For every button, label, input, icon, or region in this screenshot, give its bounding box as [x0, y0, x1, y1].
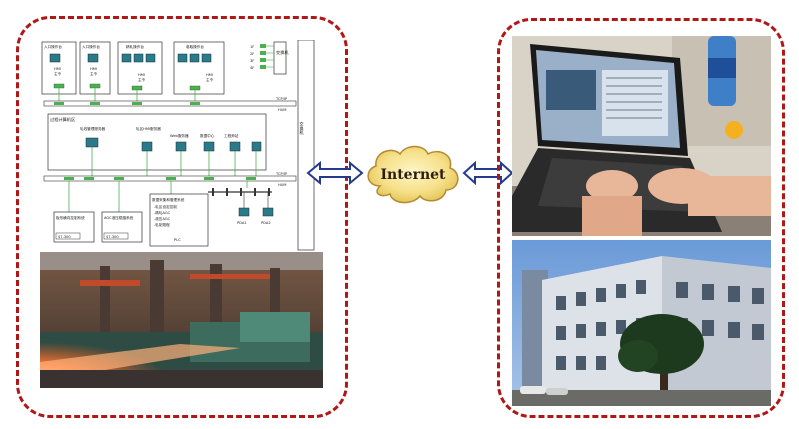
bus-sub-label: HUM — [278, 183, 286, 187]
hmi-label: HMI — [90, 67, 97, 71]
process-computer-group: 过程计算机区 轧线管理服务器 轧区HMI服务器 Web服务器 数据中心 工程师站 — [47, 113, 267, 176]
hmi-label: HMI — [54, 67, 61, 71]
pda-icon — [238, 207, 250, 217]
internet-label: Internet — [380, 167, 446, 183]
plc-model: S7-300 — [106, 235, 119, 239]
plc-line: -轧区设定控制 — [154, 204, 177, 209]
plc-box-2: AGC液压辊缝系统 S7-300 — [101, 211, 143, 243]
pda-label: PDA1 — [237, 221, 247, 225]
monitor-icon — [87, 53, 99, 63]
station-label: 入口操作台 — [82, 44, 100, 49]
server-label: Web服务器 — [170, 133, 189, 138]
network-node — [89, 83, 101, 89]
main-switch: 交换机 — [297, 40, 315, 251]
office-building-photo — [512, 240, 771, 406]
hmi-sub-label: 主令 — [138, 77, 146, 82]
plc-box-1: 板形横向控制系统 S7-300 — [53, 211, 95, 243]
top-stations-group: 入口操作台 入口操作台 精轧操作台 卷取操作台 HMI 主令 HMI 主令 HM… — [41, 41, 225, 102]
left-panel-frame — [16, 16, 348, 418]
port-label: 2F — [250, 52, 254, 56]
server-icon — [203, 141, 215, 152]
server-label: 工程师站 — [224, 133, 239, 138]
monitor-icon — [49, 53, 61, 63]
hmi-sub-label: 主令 — [206, 77, 214, 82]
monitor-icon — [133, 53, 144, 63]
right-panel-frame — [497, 18, 785, 418]
bus-label: TCP/IP — [275, 97, 288, 101]
pda-label: PDA2 — [261, 221, 271, 225]
plc-model: S7-300 — [58, 235, 71, 239]
hmi-sub-label: 主令 — [54, 71, 62, 76]
ethernet-bus-1: TCP/IP HUM — [43, 97, 297, 112]
ethernet-bus-2: TCP/IP HUM — [43, 172, 297, 212]
double-arrow-left — [306, 160, 364, 186]
control-system-diagram: 入口操作台 入口操作台 精轧操作台 卷取操作台 HMI 主令 HMI 主令 HM… — [41, 40, 315, 251]
port-label: 1F — [250, 45, 254, 49]
plc-title: 数据采集和管理系统 — [152, 197, 185, 202]
pda-rail: PDA1 PDA2 — [208, 181, 274, 225]
bus-label: TCP/IP — [275, 172, 288, 176]
plc-model: PLC — [174, 238, 181, 242]
plc-line: -轧制规程 — [154, 222, 170, 227]
monitor-icon — [189, 53, 200, 63]
monitor-icon — [145, 53, 156, 63]
switch-label-small: 交换机 — [276, 49, 289, 56]
plc-box-3: 数据采集和管理系统 -轧区设定控制 -精轧AGC -液压AGC -轧制规程 PL… — [149, 193, 209, 247]
internet-cloud: Internet — [367, 145, 459, 204]
network-node — [53, 83, 65, 89]
laptop-user-photo — [512, 36, 771, 236]
station-label: 卷取操作台 — [186, 44, 204, 49]
network-node — [131, 85, 143, 91]
server-label: 轧线管理服务器 — [80, 126, 106, 131]
process-group-title: 过程计算机区 — [50, 116, 75, 123]
network-node — [189, 85, 201, 91]
monitor-icon — [177, 53, 188, 63]
hmi-label: HMI — [206, 73, 213, 77]
hmi-label: HMI — [138, 73, 145, 77]
monitor-icon — [121, 53, 132, 63]
plc-line: -液压AGC — [154, 216, 171, 221]
plc-title: AGC液压辊缝系统 — [104, 215, 134, 220]
bus-sub-label: HUM — [278, 108, 286, 112]
steel-mill-photo — [40, 252, 323, 388]
pda-icon — [262, 207, 274, 217]
hmi-sub-label: 主令 — [90, 71, 98, 76]
main-switch-label: 交换机 — [299, 121, 305, 136]
port-label: 4F — [250, 66, 254, 70]
server-icon — [85, 137, 99, 148]
plc-title: 板形横向控制系统 — [56, 215, 85, 220]
server-label: 数据中心 — [200, 133, 215, 138]
plc-line: -精轧AGC — [154, 210, 171, 215]
server-icon — [175, 141, 187, 152]
server-icon — [251, 141, 262, 152]
port-label: 3F — [250, 59, 254, 63]
monitor-icon — [201, 53, 212, 63]
server-label: 轧区HMI服务器 — [136, 126, 161, 131]
server-icon — [141, 141, 153, 152]
station-label: 入口操作台 — [44, 44, 62, 49]
server-icon — [229, 141, 241, 152]
station-label: 精轧操作台 — [126, 44, 144, 49]
switch-top: 交换机 1F 2F 3F 4F — [250, 41, 289, 75]
